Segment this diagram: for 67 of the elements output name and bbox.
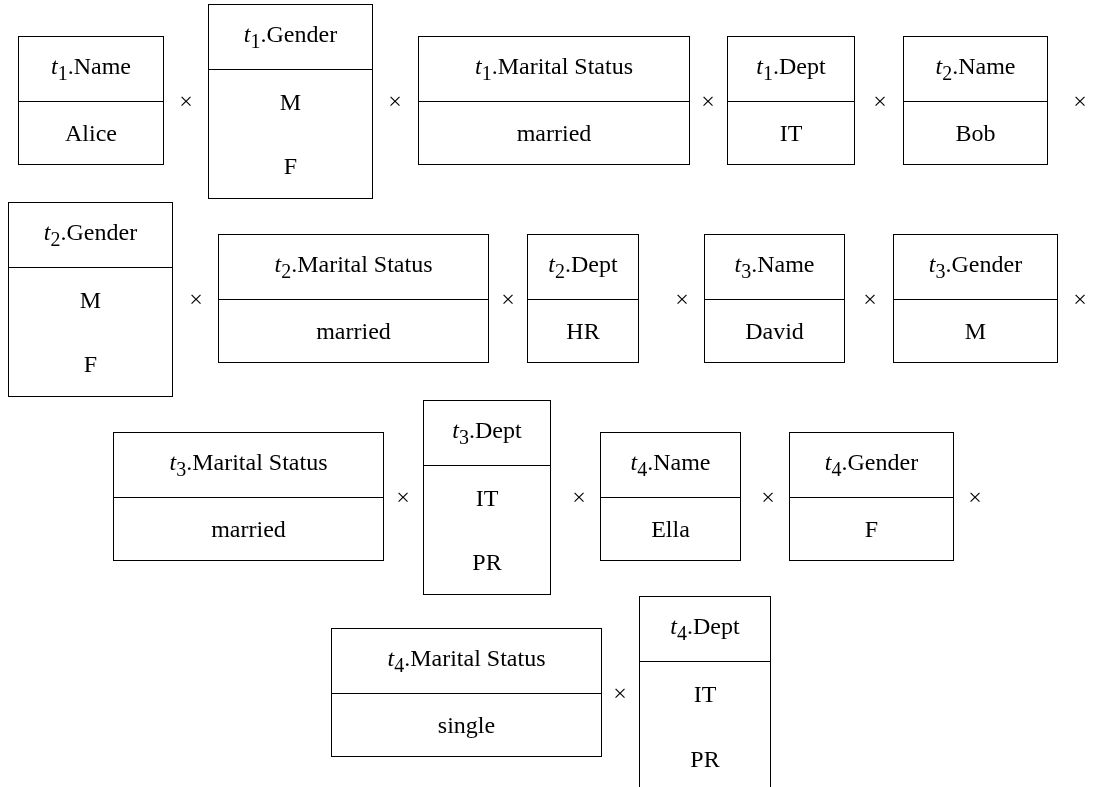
table-box bbox=[893, 234, 1058, 363]
cell-value: M bbox=[279, 88, 302, 116]
column-header: t$_{1}$.Marital Status bbox=[475, 53, 633, 85]
times-operator: × bbox=[968, 485, 982, 509]
table-box bbox=[789, 432, 954, 561]
table-box bbox=[639, 596, 771, 787]
table-box bbox=[113, 432, 384, 561]
table-box bbox=[418, 36, 690, 165]
column-header: t$_{3}$.Name bbox=[734, 251, 815, 283]
column-header: t$_{4}$.Dept bbox=[670, 613, 740, 645]
times-operator: × bbox=[701, 89, 715, 113]
column-header: t$_{1}$.Name bbox=[51, 53, 131, 85]
column-header: t$_{2}$.Dept bbox=[548, 251, 618, 283]
cell-value: M bbox=[964, 317, 987, 345]
column-header: t$_{4}$.Name bbox=[630, 449, 711, 481]
column-header: t$_{3}$.Dept bbox=[452, 417, 522, 449]
cell-value: single bbox=[437, 711, 496, 739]
column-header: t$_{3}$.Marital Status bbox=[169, 449, 328, 481]
column-header: t$_{2}$.Gender bbox=[43, 219, 138, 251]
table-box bbox=[218, 234, 489, 363]
cell-value: Ella bbox=[651, 515, 690, 543]
column-header: t$_{4}$.Marital Status bbox=[387, 645, 546, 677]
table-box bbox=[423, 400, 551, 595]
times-operator: × bbox=[396, 485, 410, 509]
table-box bbox=[704, 234, 845, 363]
column-header: t$_{3}$.Gender bbox=[928, 251, 1023, 283]
table-box bbox=[903, 36, 1048, 165]
cell-value: M bbox=[79, 286, 102, 314]
times-operator: × bbox=[572, 485, 586, 509]
table-box bbox=[208, 4, 373, 199]
times-operator: × bbox=[179, 89, 193, 113]
table-box bbox=[527, 234, 639, 363]
table-box bbox=[727, 36, 855, 165]
cell-value: married bbox=[516, 119, 592, 147]
times-operator: × bbox=[501, 287, 515, 311]
times-operator: × bbox=[613, 681, 627, 705]
table-box bbox=[8, 202, 173, 397]
cell-value: PR bbox=[690, 746, 720, 773]
times-operator: × bbox=[863, 287, 877, 311]
table-box bbox=[331, 628, 602, 757]
table-box bbox=[600, 432, 741, 561]
column-header: t$_{2}$.Name bbox=[935, 53, 1016, 85]
cell-value: married bbox=[211, 515, 286, 543]
cell-value: Alice bbox=[65, 119, 117, 147]
column-header: t$_{2}$.Marital Status bbox=[274, 251, 433, 283]
times-operator: × bbox=[1073, 287, 1087, 311]
times-operator: × bbox=[873, 89, 887, 113]
cell-value: PR bbox=[472, 548, 502, 576]
times-operator: × bbox=[1073, 89, 1087, 113]
times-operator: × bbox=[675, 287, 689, 311]
cell-value: F bbox=[864, 515, 879, 543]
times-operator: × bbox=[189, 287, 203, 311]
cell-value: IT bbox=[475, 484, 499, 512]
cell-value: F bbox=[283, 152, 298, 180]
column-header: t$_{1}$.Dept bbox=[756, 53, 826, 85]
table-box bbox=[18, 36, 164, 165]
cell-value: married bbox=[316, 317, 391, 345]
times-operator: × bbox=[761, 485, 775, 509]
times-operator: × bbox=[388, 89, 402, 113]
column-header: t$_{1}$.Gender bbox=[243, 21, 338, 53]
column-header: t$_{4}$.Gender bbox=[824, 449, 919, 481]
cell-value: F bbox=[83, 350, 98, 378]
cell-value: HR bbox=[566, 317, 600, 345]
cell-value: IT bbox=[693, 681, 717, 708]
cell-value: IT bbox=[779, 119, 803, 147]
cell-value: David bbox=[745, 317, 804, 345]
cell-value: Bob bbox=[955, 119, 996, 147]
